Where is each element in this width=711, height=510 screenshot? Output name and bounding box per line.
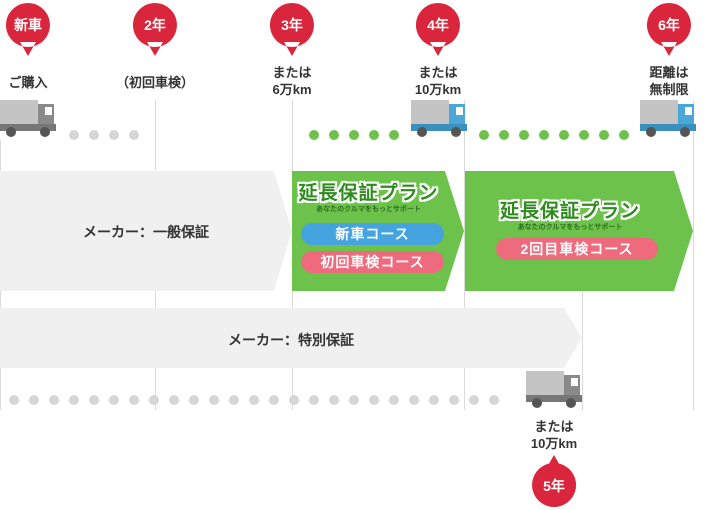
timeline-dot	[349, 130, 359, 140]
milestone-note-3y: または 6万km	[262, 64, 322, 98]
extended-plan-logo-1: 延長保証プラン あなたのクルマをもっとサポート	[292, 178, 445, 214]
milestone-pin-new: 新車	[4, 2, 52, 58]
milestone-note-6y: 距離は 無制限	[639, 64, 699, 98]
milestone-label: 4年	[427, 17, 449, 33]
timeline-dot	[499, 130, 509, 140]
timeline-dot	[559, 130, 569, 140]
course-new-badge: 新車コース	[301, 223, 444, 245]
note-line: 距離は	[649, 65, 689, 80]
timeline-dot	[9, 395, 19, 405]
note-line: 6万km	[272, 82, 312, 97]
milestone-label: 新車	[14, 17, 42, 33]
note-line: または	[272, 65, 312, 80]
logo-sub-text: あなたのクルマをもっとサポート	[517, 224, 623, 231]
timeline-dot	[229, 395, 239, 405]
timeline-dot	[89, 395, 99, 405]
timeline-dot	[429, 395, 439, 405]
milestone-label: 6年	[658, 17, 680, 33]
timeline-dot	[619, 130, 629, 140]
special-warranty-label: メーカー：特別保証	[228, 332, 354, 348]
note-line: 10万km	[414, 82, 462, 97]
extended-plan-logo-2: 延長保証プラン あなたのクルマをもっとサポート	[490, 196, 650, 232]
timeline-dot	[169, 395, 179, 405]
extended-plan-arrow-2	[465, 171, 693, 291]
general-warranty-label: メーカー：一般保証	[83, 224, 209, 240]
timeline-line-4y	[464, 100, 465, 410]
timeline-dot	[369, 130, 379, 140]
note-line: （初回車検）	[115, 75, 194, 90]
note-line: または	[534, 419, 574, 434]
truck-icon	[411, 100, 467, 137]
note-line: 無制限	[649, 82, 689, 97]
milestone-pin-4y: 4年	[414, 2, 462, 58]
timeline-dot	[189, 395, 199, 405]
milestone-pin-3y: 3年	[268, 2, 316, 58]
timeline-dot	[599, 130, 609, 140]
timeline-dot	[109, 395, 119, 405]
timeline-dot	[69, 395, 79, 405]
timeline-dot	[409, 395, 419, 405]
milestone-label: 2年	[144, 17, 166, 33]
timeline-dot	[469, 395, 479, 405]
milestone-pin-5y: 5年	[530, 455, 578, 509]
timeline-dot	[389, 395, 399, 405]
note-line: ご購入	[8, 75, 48, 90]
milestone-pin-6y: 6年	[645, 2, 693, 58]
timeline-dot	[369, 395, 379, 405]
milestone-note-5y: または 10万km	[520, 418, 588, 452]
logo-main-text: 延長保証プラン	[298, 183, 439, 204]
timeline-dot	[69, 130, 79, 140]
course-second-inspection-badge: 2回目車検コース	[496, 238, 658, 260]
timeline-line-6y	[693, 100, 694, 410]
timeline-dot	[519, 130, 529, 140]
note-line: または	[418, 65, 458, 80]
general-warranty-arrow	[0, 171, 292, 291]
timeline-dot	[489, 395, 499, 405]
milestone-note-4y: または 10万km	[404, 64, 472, 98]
timeline-line-5y	[582, 290, 583, 410]
milestone-note-new: ご購入	[4, 74, 52, 91]
logo-main-text: 延長保証プラン	[499, 201, 640, 222]
timeline-dot	[349, 395, 359, 405]
timeline-dot	[329, 130, 339, 140]
timeline-dot	[289, 395, 299, 405]
timeline-dot	[89, 130, 99, 140]
timeline-dot	[129, 130, 139, 140]
timeline-dot	[329, 395, 339, 405]
truck-icon	[526, 371, 582, 408]
timeline-dot	[209, 395, 219, 405]
course-first-inspection-badge: 初回車検コース	[301, 251, 444, 273]
milestone-label: 3年	[281, 17, 303, 33]
timeline-dot	[579, 130, 589, 140]
timeline-dot	[389, 130, 399, 140]
milestone-note-2y: （初回車検）	[105, 74, 205, 91]
truck-icon	[640, 100, 696, 137]
milestone-pin-2y: 2年	[131, 2, 179, 58]
note-line: 10万km	[530, 436, 578, 451]
timeline-dot	[49, 395, 59, 405]
logo-sub-text: あなたのクルマをもっとサポート	[316, 206, 421, 213]
timeline-dot	[249, 395, 259, 405]
timeline-dot	[269, 395, 279, 405]
truck-icon	[0, 100, 56, 137]
timeline-dot	[29, 395, 39, 405]
special-warranty-arrow	[0, 308, 582, 368]
timeline-dot	[149, 395, 159, 405]
timeline-dot	[449, 395, 459, 405]
timeline-dot	[539, 130, 549, 140]
timeline-dot	[129, 395, 139, 405]
timeline-dot	[309, 395, 319, 405]
timeline-dot	[309, 130, 319, 140]
timeline-dot	[109, 130, 119, 140]
milestone-label: 5年	[543, 478, 565, 494]
timeline-dot	[479, 130, 489, 140]
